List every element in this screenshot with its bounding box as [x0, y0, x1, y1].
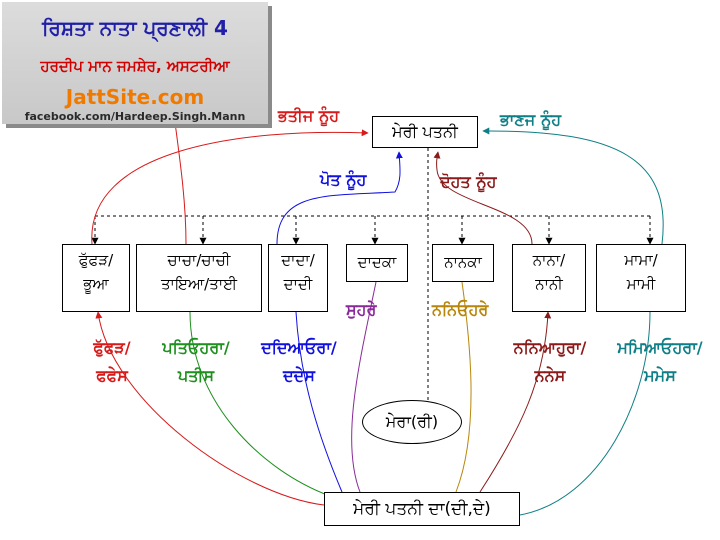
node-dada-line1: ਦਾਦਾ/: [281, 251, 315, 269]
facebook-credit: facebook.com/Hardeep.Singh.Mann: [24, 110, 246, 123]
label-naniohre: ਨਨਿਓਹਰੇ: [432, 300, 489, 319]
node-spouse: ਮੇਰੀ ਪਤਨੀ: [372, 116, 478, 148]
curve-naniohre: [455, 281, 472, 493]
curve-fufes: [95, 311, 325, 506]
label-mames-line1: ਮਮਿਆਓਹਰਾ/: [617, 338, 703, 357]
label-dades: ਦਦਿਆਓਰਾ/ ਦਦੇਸ: [248, 338, 350, 386]
curve-mames: [519, 311, 651, 516]
label-bhatij-nooh: ਭਤੀਜ ਨੂੰਹ: [278, 106, 340, 125]
label-dades-line2: ਦਦੇਸ: [283, 366, 315, 385]
node-nana-line2: ਨਾਨੀ: [535, 275, 563, 293]
site-name: JattSite.com: [65, 85, 205, 109]
label-patis: ਪਤਿਓਹਰਾ/ ਪਤੀਸ: [150, 338, 242, 386]
node-chacha-line2: ਤਾਇਆ/ਤਾਈ: [160, 275, 238, 293]
node-nana: ਨਾਨਾ/ ਨਾਨੀ: [512, 244, 586, 312]
label-fufes-line2: ਫਫੇਸ: [96, 366, 128, 385]
node-mama-line2: ਮਾਮੀ: [626, 275, 656, 293]
curve-dohat-nooh: [433, 151, 533, 245]
label-fufes-line1: ਫੁੱਫੜ/: [93, 338, 131, 357]
node-origin: ਮੇਰੀ ਪਤਨੀ ਦਾ(ਦੀ,ਦੇ): [324, 492, 520, 526]
label-fufes: ਫੁੱਫੜ/ ਫਫੇਸ: [74, 338, 150, 386]
label-nanes: ਨਨਿਆਹੁਰਾ/ ਨਨੇਸ: [500, 338, 600, 386]
node-nanka: ਨਾਨਕਾ: [432, 244, 494, 282]
label-dades-line1: ਦਦਿਆਓਰਾ/: [261, 338, 337, 357]
label-nanes-line1: ਨਨਿਆਹੁਰਾ/: [513, 338, 587, 357]
node-self: ਮੇਰਾ(ਰੀ): [362, 400, 462, 444]
label-patis-line1: ਪਤਿਓਹਰਾ/: [162, 338, 230, 357]
label-pot-nooh: ਪੋਤ ਨੂੰਹ: [320, 170, 367, 189]
curve-bhatij-nooh: [91, 129, 369, 245]
node-chacha-line1: ਚਾਚਾ/ਚਾਚੀ: [167, 251, 231, 269]
node-nana-line1: ਨਾਨਾ/: [532, 251, 566, 269]
label-mames-line2: ਮਮੇਸ: [644, 366, 676, 385]
author-credit: ਹਰਦੀਪ ਮਾਨ ਜਮਸ਼ੇਰ, ਅਸਟਰੀਆ: [40, 57, 230, 75]
header-panel: ਰਿਸ਼ਤਾ ਨਾਤਾ ਪ੍ਰਣਾਲੀ 4 ਹਰਦੀਪ ਮਾਨ ਜਮਸ਼ੇਰ, …: [2, 2, 268, 124]
node-fufarh-line2: ਭੂਆ: [83, 275, 109, 293]
label-nanes-line2: ਨਨੇਸ: [534, 366, 566, 385]
diagram-title: ਰਿਸ਼ਤਾ ਨਾਤਾ ਪ੍ਰਣਾਲੀ 4: [42, 16, 228, 40]
label-patis-line2: ਪਤੀਸ: [177, 366, 215, 385]
label-bhanaj-nooh: ਭਾਣਜ ਨੂੰਹ: [500, 110, 562, 129]
node-dada-line2: ਦਾਦੀ: [283, 275, 313, 293]
node-chacha: ਚਾਚਾ/ਚਾਚੀ ਤਾਇਆ/ਤਾਈ: [136, 244, 262, 312]
curve-nanes: [479, 311, 552, 493]
dashed-tree: [91, 148, 654, 400]
curve-dades: [295, 311, 343, 493]
node-fufarh: ਫੁੱਫੜ/ ਭੂਆ: [62, 244, 130, 312]
label-dohat-nooh: ਦੋਹਤ ਨੂੰਹ: [440, 172, 497, 191]
curve-suhre: [351, 281, 377, 493]
node-dada: ਦਾਦਾ/ ਦਾਦੀ: [268, 244, 328, 312]
curve-patis: [189, 311, 331, 497]
label-suhre: ਸੁਹਰੇ: [346, 300, 377, 319]
node-dadka: ਦਾਦਕਾ: [346, 244, 408, 282]
label-mames: ਮਮਿਆਓਹਰਾ/ ਮਮੇਸ: [602, 338, 718, 386]
node-mama-line1: ਮਾਮਾ/: [624, 251, 658, 269]
curve-pot-nooh: [276, 151, 403, 245]
curve-bhanaj-nooh: [482, 127, 664, 245]
node-mama: ਮਾਮਾ/ ਮਾਮੀ: [596, 244, 686, 312]
node-fufarh-line1: ਫੁੱਫੜ/: [78, 251, 114, 269]
